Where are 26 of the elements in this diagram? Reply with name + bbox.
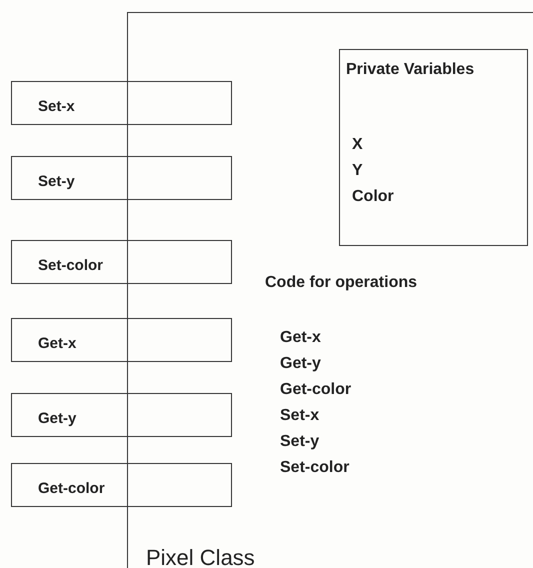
operation-label: Set-color	[38, 257, 104, 275]
operation-box	[11, 240, 232, 284]
variable-name: Color	[351, 187, 395, 207]
variable-name: X	[351, 135, 364, 155]
class-title: Pixel Class	[146, 544, 255, 568]
operation-label: Get-y	[38, 410, 76, 428]
operation-box	[11, 318, 232, 362]
operation-label: Set-x	[38, 98, 75, 116]
operation-label: Set-y	[38, 173, 75, 191]
variable-name: Y	[351, 161, 364, 181]
operation-name: Set-color	[280, 458, 350, 478]
operation-box	[11, 156, 232, 200]
operation-name: Get-color	[280, 380, 352, 400]
operation-name: Get-y	[280, 354, 322, 374]
variables-box	[339, 49, 528, 246]
class-boundary	[127, 12, 533, 568]
operation-name: Set-x	[280, 406, 320, 426]
operation-box	[11, 81, 232, 125]
operation-label: Get-color	[38, 480, 105, 498]
operation-box	[11, 463, 232, 507]
section-heading: Code for operations	[265, 273, 418, 293]
box-heading: Private Variables	[346, 60, 476, 80]
operation-name: Get-x	[280, 328, 322, 348]
operation-name: Set-y	[280, 432, 320, 452]
operation-box	[11, 393, 232, 437]
operation-label: Get-x	[38, 335, 76, 353]
